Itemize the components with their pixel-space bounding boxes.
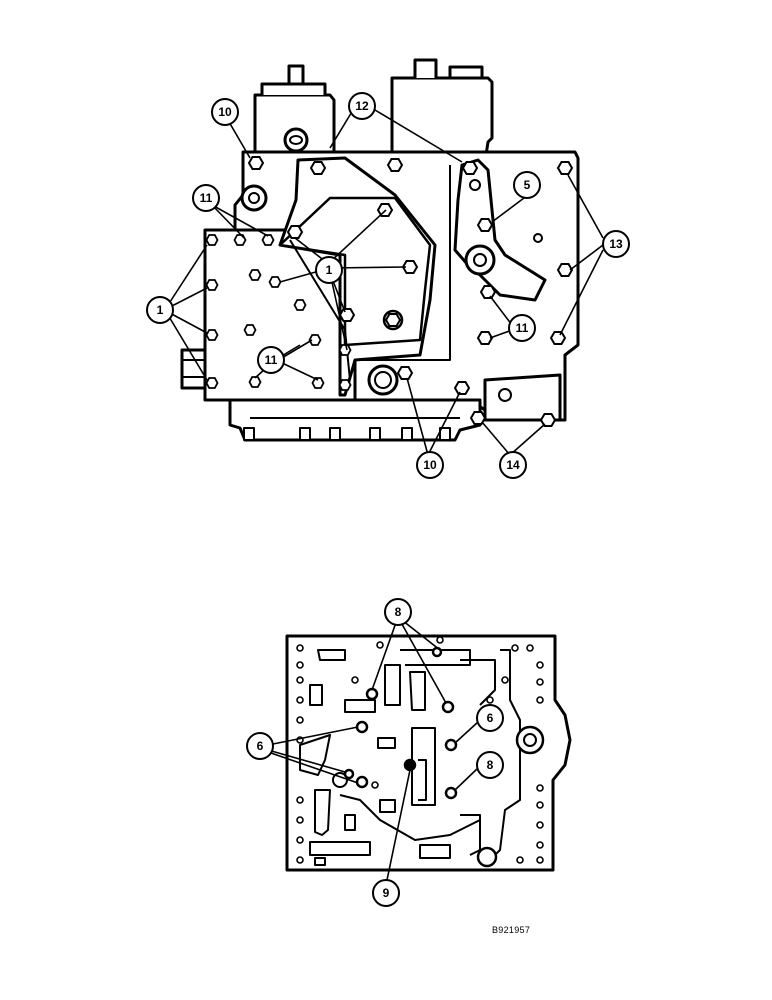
upper-valve-assembly — [180, 58, 580, 442]
svg-text:6: 6 — [487, 711, 494, 725]
callout-14: 14 — [499, 451, 527, 479]
callout-1a: 1 — [315, 256, 343, 284]
svg-text:6: 6 — [257, 739, 264, 753]
callout-6b: 6 — [246, 732, 274, 760]
svg-text:10: 10 — [218, 105, 232, 119]
callout-13: 13 — [602, 230, 630, 258]
callout-9: 9 — [372, 879, 400, 907]
svg-text:8: 8 — [487, 758, 494, 772]
lower-separator-plate — [285, 634, 572, 872]
callout-11a: 11 — [192, 184, 220, 212]
lower-holes — [296, 636, 544, 864]
svg-text:11: 11 — [200, 191, 213, 205]
svg-text:9: 9 — [383, 886, 390, 900]
svg-text:10: 10 — [423, 458, 437, 472]
svg-text:5: 5 — [524, 178, 531, 192]
lower-leader-lines — [267, 616, 479, 881]
svg-text:14: 14 — [506, 458, 520, 472]
callout-12: 12 — [348, 92, 376, 120]
svg-text:1: 1 — [326, 263, 333, 277]
callout-11b: 11 — [508, 314, 536, 342]
svg-text:12: 12 — [355, 99, 369, 113]
svg-text:11: 11 — [265, 353, 278, 367]
callout-10b: 10 — [416, 451, 444, 479]
svg-text:8: 8 — [395, 605, 402, 619]
callout-11c: 11 — [257, 346, 285, 374]
lower-check-balls — [343, 646, 458, 800]
callout-8a: 8 — [384, 598, 412, 626]
svg-text:1: 1 — [157, 303, 164, 317]
callout-10a: 10 — [211, 98, 239, 126]
svg-text:11: 11 — [516, 321, 529, 335]
figure-id-label: B921957 — [492, 925, 531, 935]
callout-5: 5 — [513, 171, 541, 199]
svg-text:13: 13 — [609, 237, 623, 251]
callout-1b: 1 — [146, 296, 174, 324]
callout-6a: 6 — [476, 704, 504, 732]
callout-8b: 8 — [476, 751, 504, 779]
